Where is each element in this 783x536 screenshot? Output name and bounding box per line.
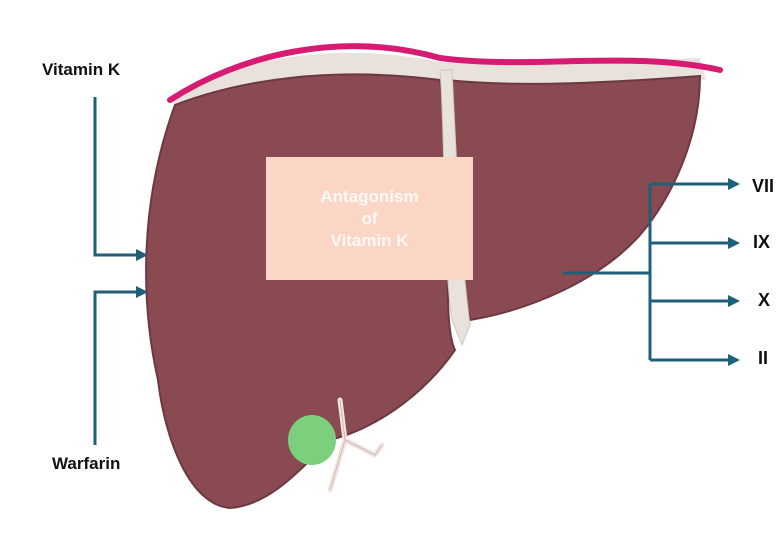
factor-ix-arrowhead: [728, 237, 740, 249]
gallbladder: [288, 415, 336, 465]
factor-ix-label: IX: [753, 232, 770, 253]
antagonism-line-3: Vitamin K: [330, 230, 408, 252]
warfarin-arrow: [95, 292, 138, 445]
antagonism-box: Antagonism of Vitamin K: [266, 157, 473, 280]
factor-ii-arrowhead: [728, 354, 740, 366]
factor-ii-label: II: [758, 348, 768, 369]
antagonism-line-1: Antagonism: [320, 186, 418, 208]
antagonism-line-2: of: [361, 208, 377, 230]
liver-left-lobe: [448, 76, 700, 320]
factor-x-label: X: [758, 290, 770, 311]
vitamin-k-arrow: [95, 97, 138, 255]
factor-vii-label: VII: [752, 176, 774, 197]
vitamin-k-label: Vitamin K: [42, 60, 120, 80]
warfarin-label: Warfarin: [52, 454, 120, 474]
factor-vii-arrowhead: [728, 178, 740, 190]
factor-x-arrowhead: [728, 295, 740, 307]
